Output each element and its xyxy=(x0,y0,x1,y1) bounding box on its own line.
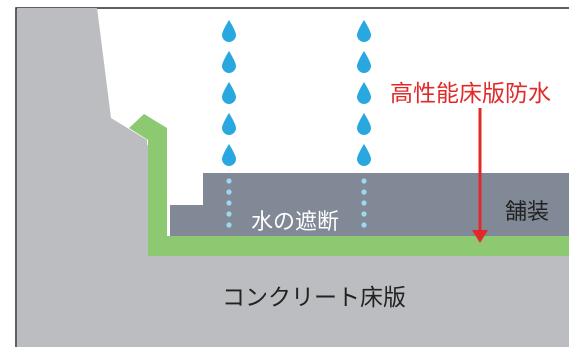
raindrop-icon xyxy=(222,113,236,135)
raindrop-icon xyxy=(357,82,371,104)
raindrop-column-right xyxy=(357,20,371,166)
seep-dot xyxy=(226,178,232,184)
seep-dot xyxy=(361,189,367,195)
raindrop-icon xyxy=(222,82,236,104)
concrete-body xyxy=(17,8,569,347)
water-block-label: 水の遮断 xyxy=(251,210,339,235)
seep-dot xyxy=(361,222,367,228)
seep-dot xyxy=(361,211,367,217)
raindrop-icon xyxy=(357,144,371,166)
seep-dot xyxy=(361,200,367,206)
seep-dot xyxy=(226,200,232,206)
seeping-dots-left xyxy=(226,178,232,228)
seep-dot xyxy=(226,189,232,195)
raindrop-icon xyxy=(357,113,371,135)
raindrop-column-left xyxy=(222,20,236,166)
seep-dot xyxy=(226,211,232,217)
down-arrow-icon xyxy=(472,108,488,243)
seep-dot xyxy=(361,178,367,184)
pavement-layer xyxy=(170,173,569,236)
waterproofing-label: 高性能床版防水 xyxy=(390,81,551,107)
arrow-head xyxy=(472,230,488,243)
pavement-label: 舗装 xyxy=(505,200,549,225)
raindrop-icon xyxy=(357,51,371,73)
seeping-dots-right xyxy=(361,178,367,228)
frame-border xyxy=(15,7,569,347)
concrete-label: コンクリート床版 xyxy=(222,285,406,311)
waterproof-layer xyxy=(129,114,569,256)
raindrop-icon xyxy=(222,20,236,42)
seep-dot xyxy=(226,222,232,228)
raindrop-icon xyxy=(222,51,236,73)
raindrop-icon xyxy=(222,144,236,166)
raindrop-icon xyxy=(357,20,371,42)
